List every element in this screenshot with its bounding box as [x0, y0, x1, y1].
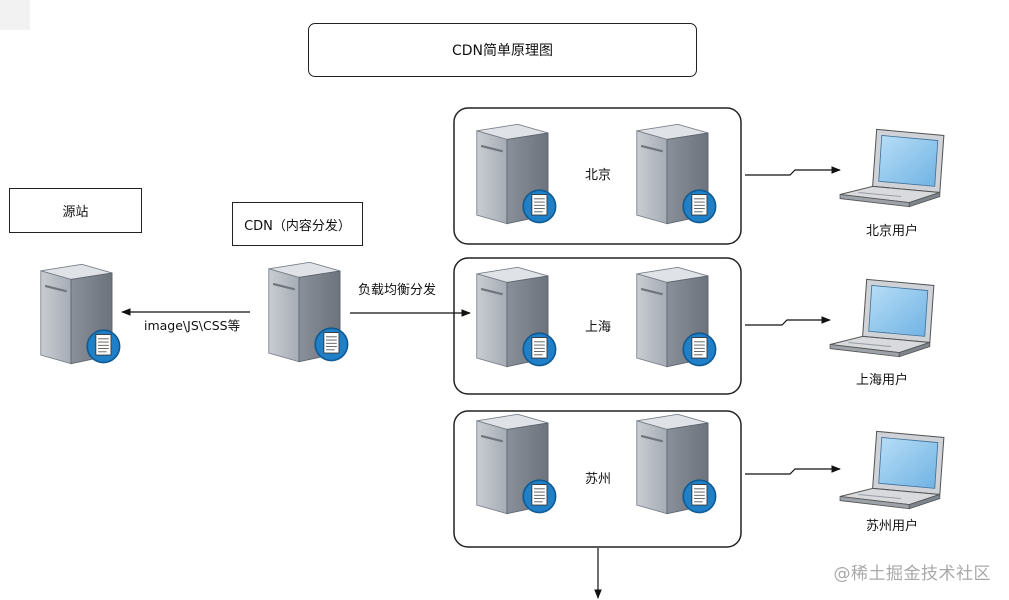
suzhou-server-left-icon	[475, 413, 557, 515]
user-label-suzhou: 苏州用户	[866, 519, 919, 534]
arrow-shanghai-to-user	[745, 316, 831, 326]
beijing-user-laptop-icon	[839, 128, 945, 208]
arrow-beijing-to-user	[745, 166, 841, 176]
watermark: @稀土掘金技术社区	[833, 564, 991, 584]
beijing-server-left-icon	[475, 123, 557, 225]
user-label-shanghai: 上海用户	[856, 373, 909, 388]
region-box-beijing	[453, 107, 742, 245]
cdn-server-icon	[267, 261, 349, 363]
region-name-beijing: 北京	[585, 168, 612, 183]
suzhou-user-laptop-icon	[839, 430, 945, 510]
beijing-server-right-icon	[635, 123, 717, 225]
region-name-suzhou: 苏州	[585, 472, 612, 487]
user-label-beijing: 北京用户	[866, 224, 919, 239]
shanghai-server-right-icon	[635, 266, 717, 368]
suzhou-server-right-icon	[635, 413, 717, 515]
shanghai-user-laptop-icon	[829, 278, 935, 358]
diagram-title: CDN简单原理图	[308, 23, 697, 77]
corner-artifact	[0, 0, 30, 30]
region-box-shanghai	[453, 257, 742, 395]
region-box-suzhou	[453, 410, 742, 548]
load-balance-label: 负载均衡分发	[358, 283, 437, 298]
shanghai-server-left-icon	[475, 266, 557, 368]
cdn-label-box: CDN（内容分发）	[232, 202, 363, 246]
arrow-suzhou-to-user	[745, 465, 841, 475]
origin-label-box: 源站	[9, 188, 142, 233]
origin-link-label: image\JS\CSS等	[144, 318, 241, 333]
region-name-shanghai: 上海	[585, 320, 612, 335]
origin-server-icon	[39, 263, 121, 365]
